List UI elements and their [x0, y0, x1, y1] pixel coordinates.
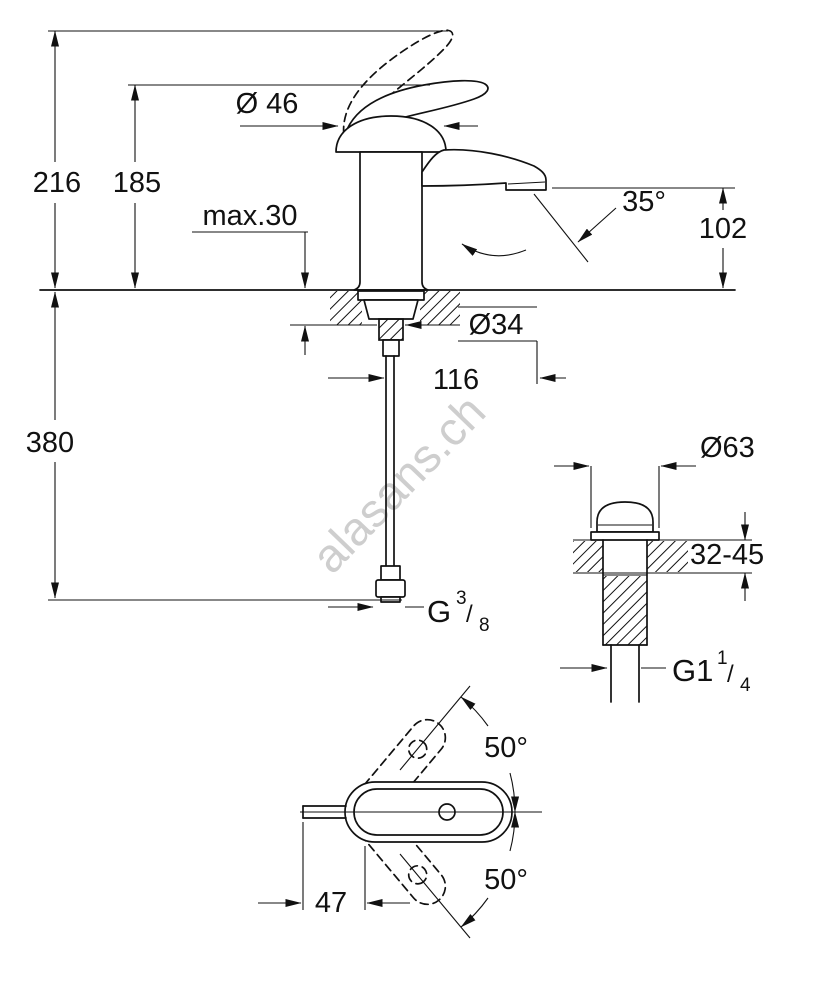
dia34-label: Ø34 — [469, 309, 524, 341]
waste-view — [573, 501, 752, 703]
angle35-label: 35° — [622, 186, 666, 218]
dim-116-label: 116 — [433, 364, 479, 396]
deck-hatch-right — [420, 291, 460, 325]
spray-direction-line — [533, 193, 589, 263]
g114-label-base: G1 — [672, 653, 713, 688]
dim-216-label: 216 — [33, 167, 81, 199]
dia63-label: Ø63 — [700, 432, 755, 464]
g38-label-slash: / — [466, 601, 473, 628]
hose-adapter — [382, 339, 400, 357]
angle-lines-down-mirror — [399, 811, 520, 939]
waste-view-dimensions: Ø63 32-45 G1 1 / 4 — [554, 432, 764, 696]
spray-arc-arrow — [461, 243, 527, 257]
waste-thread-hatch — [603, 576, 647, 645]
spout — [421, 148, 547, 191]
g38-label-sup: 3 — [456, 588, 467, 609]
dim-102-label: 102 — [699, 213, 747, 245]
angle35-leader — [577, 207, 617, 243]
body-column — [353, 151, 429, 291]
g38-label-sub: 8 — [479, 615, 490, 636]
angle-line-up — [399, 685, 471, 771]
top-view: 50° 50° 47 — [258, 685, 542, 939]
shank-thread — [378, 318, 404, 341]
cartridge-dome — [335, 115, 447, 153]
dim-380-label: 380 — [26, 427, 74, 459]
angle50-down-label: 50° — [484, 864, 528, 896]
g114-label-sup: 1 — [717, 648, 728, 669]
hose-collar — [380, 565, 401, 581]
g38-label-base: G — [427, 594, 451, 629]
front-view — [39, 29, 736, 603]
waste-deck-hatch-left — [573, 541, 603, 572]
angle50-up-label: 50° — [484, 732, 528, 764]
topview-body-inner — [353, 788, 504, 836]
g114-label-slash: / — [727, 661, 734, 688]
dia46-label: Ø 46 — [236, 88, 299, 120]
watermark: alasans.ch — [301, 384, 495, 582]
dim-3245-label: 32-45 — [690, 539, 764, 571]
arc-50-up-b — [460, 696, 489, 727]
aerator-line — [507, 181, 546, 185]
g114-label-sub: 4 — [740, 675, 751, 696]
hose-nut — [375, 579, 406, 598]
deck-hatch-left — [330, 291, 362, 325]
waste-cap — [596, 501, 654, 533]
waste-deck-hatch-right — [647, 541, 688, 572]
front-view-dimensions: 216 185 max.30 Ø 46 35° 102 Ø34 116 380 … — [26, 30, 747, 636]
dim-47-label: 47 — [315, 887, 347, 919]
mounting-nut — [363, 299, 419, 320]
max30-label: max.30 — [202, 200, 297, 232]
waste-flange — [590, 531, 660, 541]
mounting-washer — [357, 290, 425, 301]
dim-185-label: 185 — [113, 167, 161, 199]
